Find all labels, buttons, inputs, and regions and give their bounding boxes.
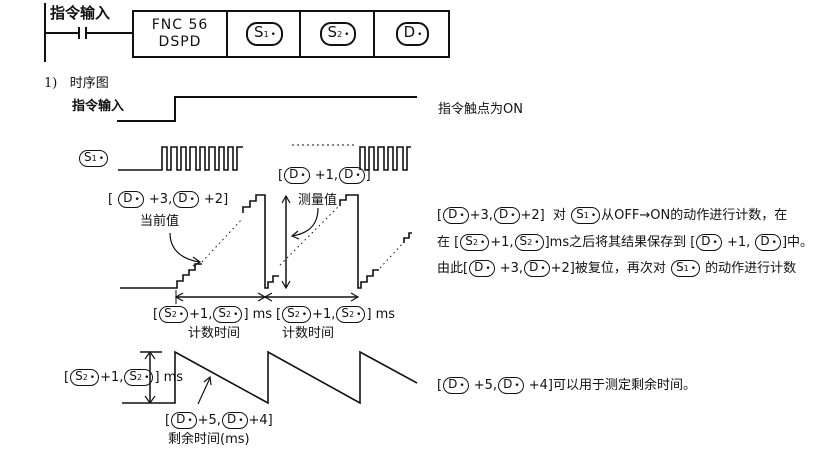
operand-s2-badge: S2• bbox=[514, 234, 544, 251]
operand-d-badge: D• bbox=[443, 207, 469, 224]
operand-s1: S1• bbox=[226, 12, 301, 56]
text-fragment: ] bbox=[365, 168, 371, 183]
period-label: [S2•+1,S2•] ms bbox=[64, 369, 183, 386]
section-number: 1) bbox=[44, 76, 58, 91]
measured-value-caption: 测量值 bbox=[298, 193, 338, 208]
operand-d-badge: D• bbox=[284, 167, 310, 184]
text-fragment: ]中。 bbox=[781, 235, 814, 250]
input-signal-waveform bbox=[117, 96, 417, 122]
description-line-3: 由此[D• +3,D•+2]被复位，再次对 S1• 的动作进行计数 bbox=[437, 260, 796, 277]
operand-s2-badge: S2• bbox=[319, 22, 357, 46]
text-fragment: 由此[ bbox=[437, 261, 469, 276]
s1-signal-label: S1• bbox=[78, 150, 109, 167]
operand-d-badge: D• bbox=[395, 22, 430, 46]
operand-s2-badge: S2• bbox=[213, 306, 243, 323]
text-fragment: +1, bbox=[310, 168, 339, 183]
text-fragment: +3, bbox=[144, 192, 173, 207]
operand-s2-badge: S2• bbox=[159, 306, 189, 323]
text-fragment: +5, bbox=[197, 413, 221, 428]
remaining-time-caption: 剩余时间(ms) bbox=[168, 432, 250, 447]
fnc-number: FNC 56 bbox=[151, 17, 209, 33]
description-line-1: [D•+3,D•+2] 对 S1•从OFF→ON的动作进行计数，在 bbox=[437, 207, 787, 224]
operand-d-badge: D• bbox=[524, 260, 550, 277]
operand-s1-badge: S1• bbox=[671, 260, 701, 277]
operand-d: D• bbox=[373, 12, 450, 56]
text-fragment: [ bbox=[276, 307, 282, 322]
operand-d-badge: D• bbox=[118, 191, 144, 208]
text-fragment: ] ms bbox=[243, 307, 273, 322]
text-fragment: ] ms bbox=[366, 307, 396, 322]
text-fragment: +3, bbox=[469, 208, 493, 223]
text-fragment: +4]可以用于测定剩余时间。 bbox=[524, 378, 697, 393]
remaining-time-sawtooth bbox=[122, 350, 418, 405]
remaining-time-label: [D•+5,D•+4] bbox=[165, 412, 273, 429]
section-heading: 1) 时序图 bbox=[44, 72, 109, 91]
operand-s2-badge: S2• bbox=[336, 306, 366, 323]
fnc-name: DSPD bbox=[158, 34, 202, 50]
text-fragment: +2] bbox=[199, 192, 229, 207]
count-time-label-1: [S2•+1,S2•] ms bbox=[153, 306, 272, 323]
text-fragment: [ bbox=[108, 192, 118, 207]
description-line-2: 在 [S2•+1,S2•]ms之后将其结果保存到 [D• +1, D•]中。 bbox=[437, 234, 813, 251]
text-fragment: +1, bbox=[490, 235, 514, 250]
text-fragment: +2] 对 bbox=[520, 208, 571, 223]
text-fragment: 在 [ bbox=[437, 235, 460, 250]
text-fragment: +1, bbox=[189, 307, 213, 322]
text-fragment: +3, bbox=[495, 261, 524, 276]
operand-d-badge: D• bbox=[221, 412, 248, 429]
text-fragment: +5, bbox=[469, 378, 498, 393]
operand-d-badge: D• bbox=[339, 167, 365, 184]
s1-pulse-train bbox=[118, 146, 243, 171]
timing-input-label: 指令输入 bbox=[72, 99, 125, 114]
text-fragment: 从OFF→ON的动作进行计数，在 bbox=[601, 208, 788, 223]
operand-d-badge: D• bbox=[469, 260, 495, 277]
operand-s2: S2• bbox=[299, 12, 375, 56]
operand-d-badge: D• bbox=[498, 377, 524, 394]
text-fragment: [ bbox=[165, 413, 171, 428]
text-fragment: +1, bbox=[312, 307, 336, 322]
measured-value-label: [D• +1,D•] bbox=[278, 167, 371, 184]
remaining-time-note: [D• +5,D• +4]可以用于测定剩余时间。 bbox=[437, 377, 696, 394]
text-fragment: ]ms之后将其结果保存到 [ bbox=[544, 235, 696, 250]
current-value-label: [ D• +3,D• +2] bbox=[108, 191, 228, 208]
ladder-input-label: 指令输入 bbox=[50, 4, 111, 22]
operand-d-badge: D• bbox=[171, 412, 197, 429]
text-fragment: [ bbox=[153, 307, 159, 322]
operand-s1-badge: S1• bbox=[246, 22, 283, 46]
operand-d-badge: D• bbox=[493, 207, 520, 224]
operand-d-badge: D• bbox=[173, 191, 199, 208]
count-time-label-2: [S2•+1,S2•] ms bbox=[276, 306, 395, 323]
operand-d-badge: D• bbox=[696, 234, 722, 251]
current-value-caption: 当前值 bbox=[140, 214, 180, 229]
operand-s1-badge: S1• bbox=[79, 150, 109, 167]
operand-s2-badge: S2• bbox=[124, 369, 154, 386]
text-fragment: +4] bbox=[248, 413, 273, 428]
operand-s2-badge: S2• bbox=[282, 306, 312, 323]
operand-s2-badge: S2• bbox=[70, 369, 100, 386]
operand-d-badge: D• bbox=[755, 234, 781, 251]
current-value-staircase bbox=[120, 263, 202, 289]
text-fragment: +2]被复位，再次对 bbox=[550, 261, 671, 276]
text-fragment: 的动作进行计数 bbox=[701, 261, 797, 276]
count-time-caption-1: 计数时间 bbox=[188, 326, 241, 341]
text-fragment: [ bbox=[437, 378, 443, 393]
text-fragment: +1, bbox=[722, 235, 755, 250]
operand-s1-badge: S1• bbox=[571, 207, 601, 224]
text-fragment: ] ms bbox=[154, 370, 184, 385]
operand-s2-badge: S2• bbox=[460, 234, 490, 251]
text-fragment: [ bbox=[64, 370, 70, 385]
text-fragment: [ bbox=[278, 168, 284, 183]
input-on-note: 指令触点为ON bbox=[438, 102, 523, 117]
count-time-caption-2: 计数时间 bbox=[282, 326, 335, 341]
text-fragment: +1, bbox=[100, 370, 124, 385]
operand-d-badge: D• bbox=[443, 377, 469, 394]
section-title: 时序图 bbox=[69, 76, 109, 91]
instruction-box: FNC 56 DSPD S1• S2• D• bbox=[132, 10, 450, 58]
text-fragment: [ bbox=[437, 208, 443, 223]
